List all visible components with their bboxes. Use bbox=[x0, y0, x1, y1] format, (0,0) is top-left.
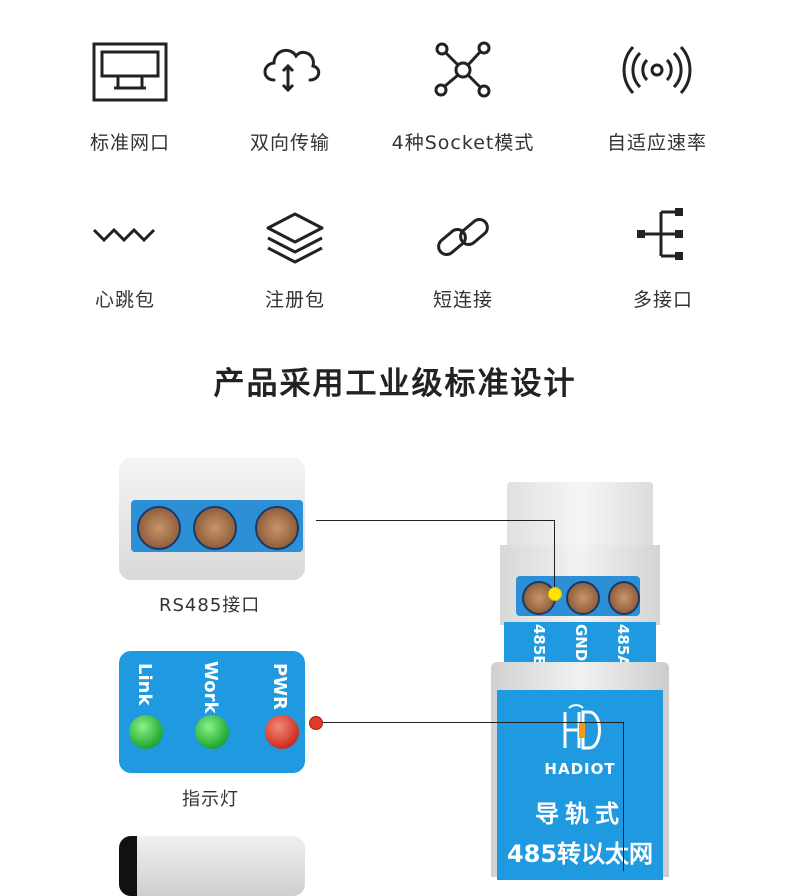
feature-registration: 注册包 bbox=[210, 210, 380, 311]
work-led bbox=[195, 715, 229, 749]
screw-terminal bbox=[566, 581, 600, 615]
feature-multi-interface: 多接口 bbox=[578, 206, 748, 311]
device-top-housing bbox=[507, 482, 653, 552]
port-shadow bbox=[119, 836, 137, 896]
feature-label: 标准网口 bbox=[89, 132, 170, 154]
hadiot-logo-icon bbox=[563, 704, 601, 750]
led-callout-dot bbox=[309, 716, 323, 730]
led-label-pwr: PWR bbox=[269, 663, 290, 710]
feature-label: 双向传输 bbox=[249, 132, 330, 154]
feature-adaptive-rate: 自适应速率 bbox=[572, 40, 742, 154]
feature-label: 自适应速率 bbox=[606, 132, 707, 154]
screw-terminal bbox=[137, 506, 181, 550]
screw-terminal bbox=[193, 506, 237, 550]
feature-standard-ethernet: 标准网口 bbox=[45, 40, 215, 154]
layers-icon bbox=[266, 212, 324, 264]
pwr-led bbox=[265, 715, 299, 749]
chain-link-icon bbox=[437, 218, 489, 256]
feature-socket-modes: 4种Socket模式 bbox=[378, 40, 548, 154]
multi-interface-icon bbox=[637, 208, 683, 260]
feature-label: 注册包 bbox=[264, 289, 325, 311]
led-leader-line-vertical bbox=[623, 722, 624, 871]
ethernet-port-icon bbox=[92, 42, 168, 102]
heartbeat-wave-icon bbox=[92, 227, 156, 243]
screw-terminal bbox=[608, 581, 640, 615]
network-nodes-icon bbox=[434, 41, 491, 98]
feature-heartbeat: 心跳包 bbox=[40, 210, 210, 311]
terminal-label-485b: 485B bbox=[530, 624, 548, 667]
rs485-caption: RS485接口 bbox=[159, 595, 261, 616]
feature-label: 短连接 bbox=[432, 289, 493, 311]
rs485-leader-line bbox=[316, 520, 554, 521]
feature-label: 4种Socket模式 bbox=[391, 132, 535, 154]
feature-label: 多接口 bbox=[632, 289, 693, 311]
link-led bbox=[129, 715, 163, 749]
led-label-work: Work bbox=[200, 661, 221, 714]
rs485-terminal-photo bbox=[119, 458, 305, 580]
section-headline: 产品采用工业级标准设计 bbox=[213, 366, 577, 402]
led-label-link: Link bbox=[134, 663, 155, 706]
device-brand: HADIOT bbox=[544, 760, 616, 778]
feature-short-connection: 短连接 bbox=[378, 210, 548, 311]
led-caption: 指示灯 bbox=[182, 789, 239, 810]
device-type-line2: 485转以太网 bbox=[506, 840, 654, 868]
ethernet-port-photo bbox=[119, 836, 305, 896]
rs485-callout-dot bbox=[548, 587, 562, 601]
feature-bidirectional: 双向传输 bbox=[205, 40, 375, 154]
device-type-line1: 导轨式 bbox=[535, 800, 625, 828]
cloud-transfer-icon bbox=[263, 48, 321, 93]
screw-terminal bbox=[255, 506, 299, 550]
terminal-label-gnd: GND bbox=[572, 624, 590, 662]
rs485-leader-line-vertical bbox=[554, 520, 555, 592]
feature-label: 心跳包 bbox=[94, 289, 155, 311]
terminal-label-485a: 485A bbox=[614, 624, 632, 667]
device-front-panel: HADIOT 导轨式 485转以太网 bbox=[497, 690, 663, 880]
signal-waves-icon bbox=[622, 45, 692, 95]
indicator-led-photo: Link Work PWR bbox=[119, 651, 305, 773]
led-leader-line bbox=[316, 722, 623, 723]
